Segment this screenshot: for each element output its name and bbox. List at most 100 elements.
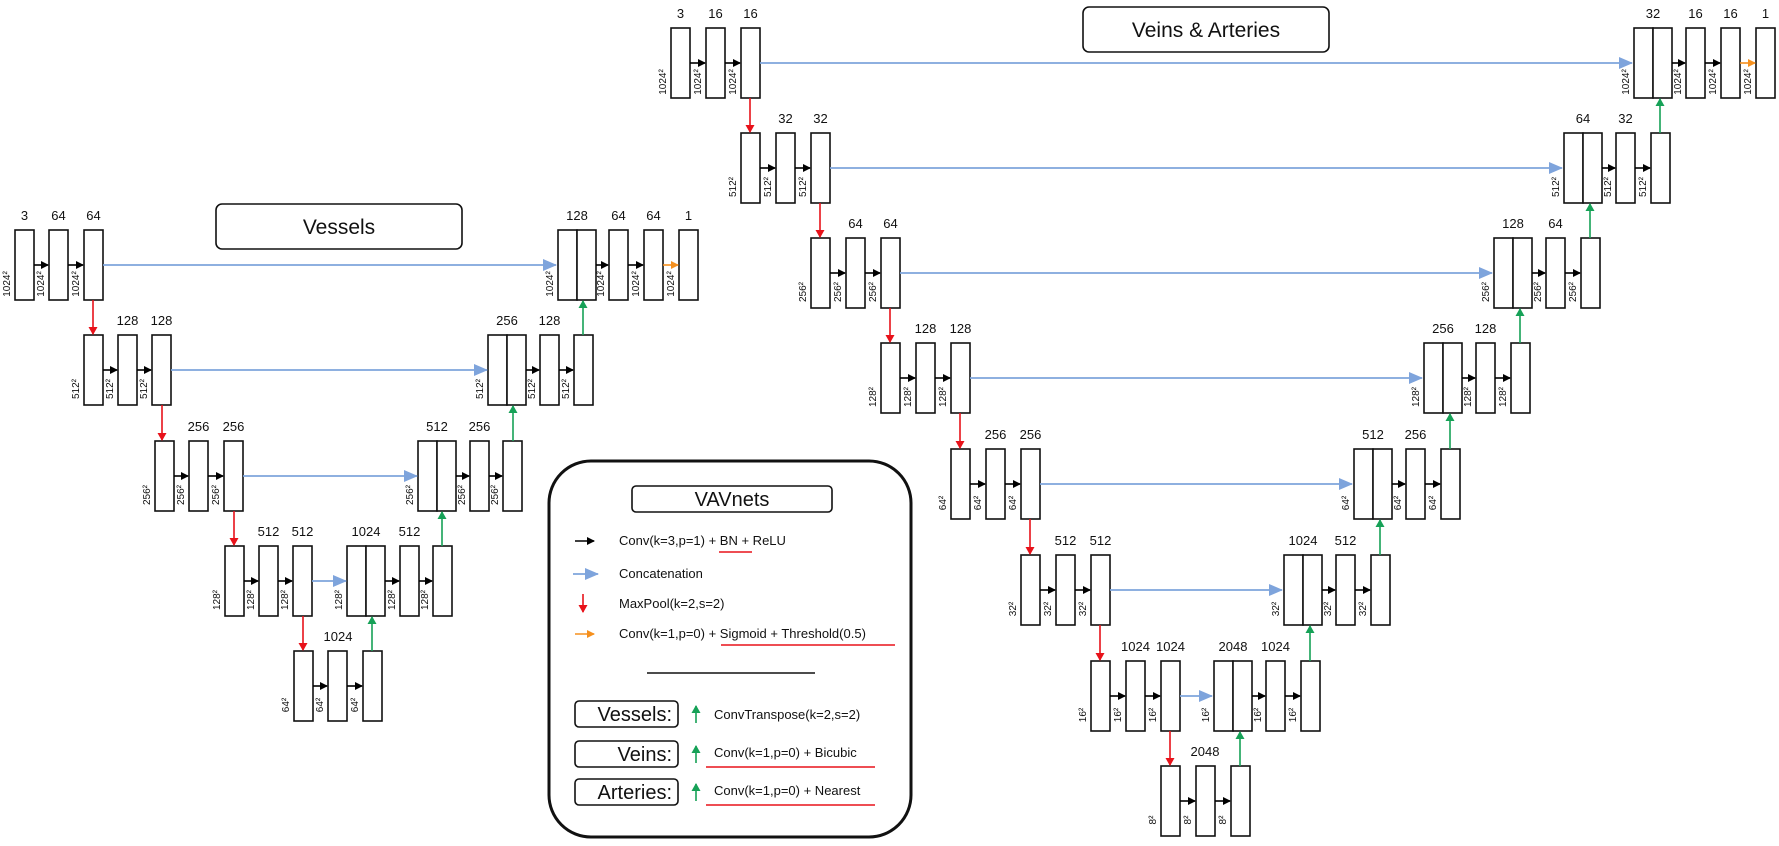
- va-d7-channel-label: 1024: [1261, 639, 1290, 654]
- legend-concat-label: Concatenation: [619, 566, 703, 581]
- va-d7-concat-map-a: [1213, 660, 1234, 732]
- vessels-d3-channel-label: 256: [469, 419, 491, 434]
- vessels-d2-feature-map: [539, 334, 560, 406]
- vessels-d1-channel-label: 1: [685, 208, 692, 223]
- va-d1-concat-map-a: [1633, 27, 1654, 99]
- vessels-d1-feature-map: [643, 229, 664, 301]
- va-d2-feature-map: [1650, 132, 1671, 204]
- vessels-l5-feature-map: [362, 650, 383, 722]
- va-d4-concat-map-a: [1423, 342, 1444, 414]
- vessels-d4-feature-map: [399, 545, 420, 617]
- vessels-d2-resolution-label: 512²: [475, 378, 486, 399]
- va-l2-feature-map: [810, 132, 831, 204]
- vessels-upsample-button: [574, 700, 679, 728]
- vessels-l1-channel-label: 64: [86, 208, 100, 223]
- va-l3-feature-map: [845, 237, 866, 309]
- vessels-d3-concat-map-a: [417, 440, 438, 512]
- va-l8-resolution-label: 8²: [1148, 815, 1159, 825]
- va-l8-feature-map: [1195, 765, 1216, 837]
- va-d5-resolution-label: 64²: [1393, 495, 1404, 510]
- vessels-l4-channel-label: 512: [258, 524, 280, 539]
- va-d6-concat-map-b: [1302, 554, 1323, 626]
- va-l7-feature-map: [1125, 660, 1146, 732]
- va-d7-channel-label: 2048: [1219, 639, 1248, 654]
- vessels-d3-feature-map: [502, 440, 523, 512]
- vessels-l4-resolution-label: 128²: [280, 589, 291, 610]
- va-d7-feature-map: [1265, 660, 1286, 732]
- vessels-l2-feature-map: [117, 334, 138, 406]
- va-l4-resolution-label: 128²: [868, 386, 879, 407]
- vessels-l4-channel-label: 512: [292, 524, 314, 539]
- va-d6-resolution-label: 32²: [1271, 601, 1282, 616]
- va-d7-resolution-label: 16²: [1253, 707, 1264, 722]
- va-d4-feature-map: [1510, 342, 1531, 414]
- veins-arteries-title-text: Veins & Arteries: [1132, 19, 1280, 42]
- va-l5-feature-map: [950, 448, 971, 520]
- va-l8-resolution-label: 8²: [1218, 815, 1229, 825]
- vessels-d3-feature-map: [469, 440, 490, 512]
- va-l5-feature-map: [1020, 448, 1041, 520]
- va-l5-channel-label: 256: [985, 427, 1007, 442]
- va-l7-feature-map: [1160, 660, 1181, 732]
- vessels-l2-feature-map: [151, 334, 172, 406]
- va-d4-resolution-label: 128²: [1411, 386, 1422, 407]
- vessels-d2-channel-label: 256: [496, 313, 518, 328]
- arteries-upsample-button: [574, 778, 679, 806]
- vessels-l4-resolution-label: 128²: [246, 589, 257, 610]
- va-l6-feature-map: [1055, 554, 1076, 626]
- vessels-title: Vessels: [215, 203, 463, 250]
- va-d3-channel-label: 128: [1502, 216, 1524, 231]
- va-l4-feature-map: [915, 342, 936, 414]
- vessels-l3-feature-map: [223, 440, 244, 512]
- va-d2-resolution-label: 512²: [1638, 176, 1649, 197]
- legend-title: VAVnets: [695, 489, 770, 511]
- vessels-d3-resolution-label: 256²: [405, 484, 416, 505]
- va-l7-resolution-label: 16²: [1078, 707, 1089, 722]
- va-l4-channel-label: 128: [950, 321, 972, 336]
- vessels-d3-resolution-label: 256²: [457, 484, 468, 505]
- va-d5-channel-label: 256: [1405, 427, 1427, 442]
- vessels-l5-resolution-label: 64²: [350, 697, 361, 712]
- vessels-title-box: [215, 203, 463, 250]
- vessels-l2-channel-label: 128: [117, 313, 139, 328]
- vessels-d4-resolution-label: 128²: [420, 589, 431, 610]
- va-l1-resolution-label: 1024²: [728, 69, 739, 95]
- va-l5-resolution-label: 64²: [973, 495, 984, 510]
- va-d7-resolution-label: 16²: [1288, 707, 1299, 722]
- veins-upsample-button: [574, 740, 679, 768]
- vessels-d2-feature-map: [573, 334, 594, 406]
- vessels-d4-feature-map: [432, 545, 453, 617]
- va-l1-channel-label: 16: [708, 6, 722, 21]
- va-d1-channel-label: 16: [1688, 6, 1702, 21]
- va-l4-resolution-label: 128²: [938, 386, 949, 407]
- vessels-l5-feature-map: [293, 650, 314, 722]
- va-l1-resolution-label: 1024²: [693, 69, 704, 95]
- vessels-l3-resolution-label: 256²: [142, 484, 153, 505]
- vessels-l2-resolution-label: 512²: [71, 378, 82, 399]
- va-d2-resolution-label: 512²: [1551, 176, 1562, 197]
- legend-title-box: [631, 485, 833, 513]
- vessels-d4-channel-label: 512: [399, 524, 421, 539]
- veins-arteries-title-box: [1082, 6, 1330, 53]
- va-d5-resolution-label: 64²: [1428, 495, 1439, 510]
- vessels-d4-resolution-label: 128²: [387, 589, 398, 610]
- vessels-d1-feature-map: [608, 229, 629, 301]
- va-l3-channel-label: 64: [848, 216, 862, 231]
- va-l2-resolution-label: 512²: [728, 176, 739, 197]
- va-d3-feature-map: [1580, 237, 1601, 309]
- va-d3-concat-map-b: [1512, 237, 1533, 309]
- va-d6-feature-map: [1335, 554, 1356, 626]
- vessels-l5-feature-map: [327, 650, 348, 722]
- va-d6-channel-label: 512: [1335, 533, 1357, 548]
- vessels-d2-concat-map-a: [487, 334, 508, 406]
- vessels-d2-resolution-label: 512²: [527, 378, 538, 399]
- vessels-l2-feature-map: [83, 334, 104, 406]
- va-l6-feature-map: [1090, 554, 1111, 626]
- va-d4-channel-label: 128: [1475, 321, 1497, 336]
- va-d3-resolution-label: 256²: [1568, 281, 1579, 302]
- vessels-l3-feature-map: [188, 440, 209, 512]
- arteries-upsample-button-label: Arteries:: [598, 782, 672, 804]
- va-l2-feature-map: [775, 132, 796, 204]
- va-l7-channel-label: 1024: [1121, 639, 1150, 654]
- vessels-l1-channel-label: 3: [21, 208, 28, 223]
